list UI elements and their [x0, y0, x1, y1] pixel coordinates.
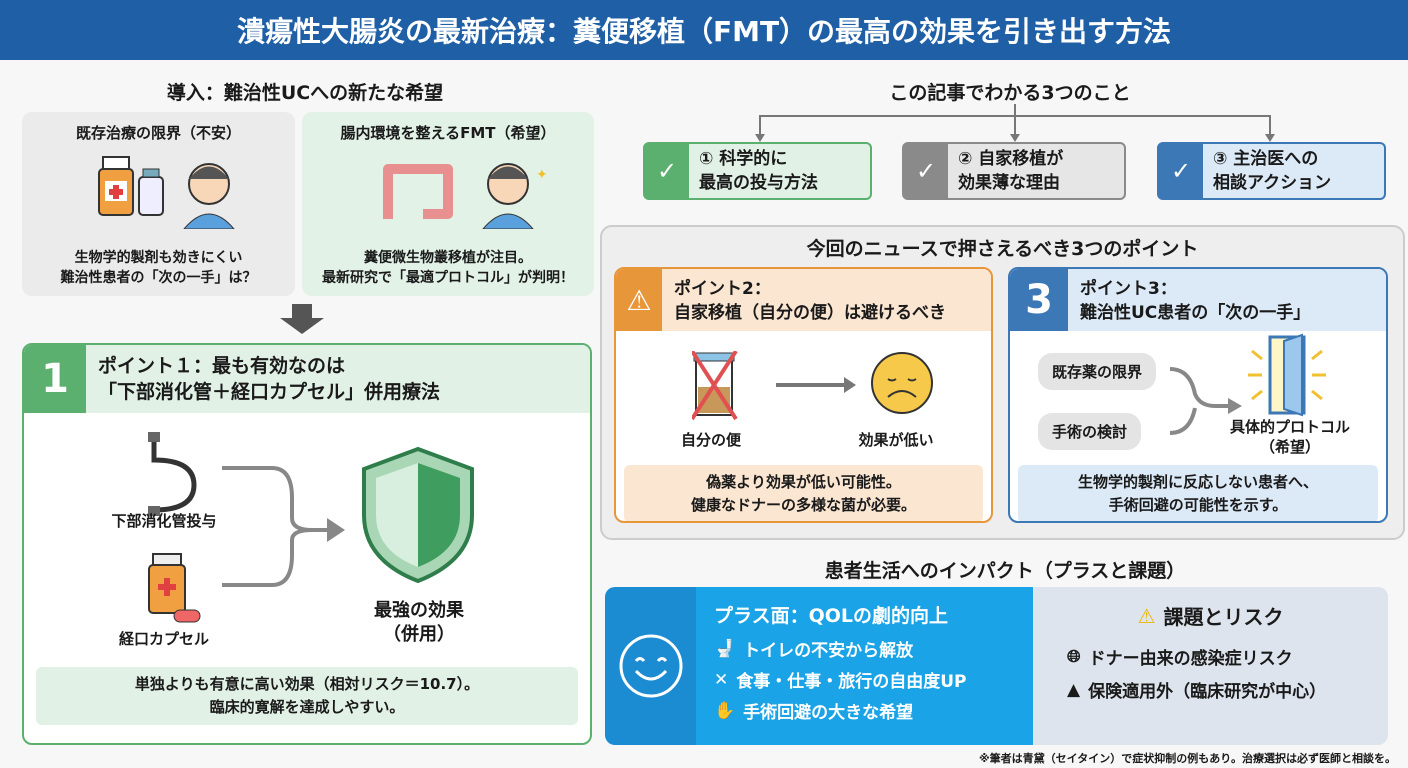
protocol-label: （希望） [1259, 438, 1320, 456]
summary-text: ② 自家移植が [958, 149, 1064, 169]
card-fmt-hope: 腸内環境を整えるFMT（希望） ✦ 糞便微生物叢移植が注目。最新研究で「最適プロ… [302, 112, 594, 296]
card-title: 既存治療の限界（不安） [75, 124, 241, 142]
summary-text: ③ 主治医への [1213, 149, 1319, 169]
point-title: ポイント2： [674, 279, 771, 299]
summary-text: ① 科学的に [699, 149, 788, 169]
impact-box: プラス面：QOLの劇的向上 🚽 トイレの不安から解放 ✕ 食事・仕事・旅行の自由度U… [605, 587, 1388, 745]
impact-title: 患者生活へのインパクト（プラスと課題） [824, 560, 1186, 582]
note-text: 手術回避の可能性を示す。 [1108, 496, 1288, 514]
existing-drug-limit-pill: 既存薬の限界 [1038, 353, 1157, 390]
merge-arrow-icon [222, 466, 345, 587]
note-text: 健康なドナーの多様な菌が必要。 [690, 496, 916, 514]
protocol-label: 具体的プロトコル [1229, 418, 1350, 436]
note-text: 臨床的寛解を達成しやすい。 [209, 698, 405, 716]
check-icon: ✓ [645, 144, 689, 198]
toilet-icon: 🚽 [714, 638, 736, 659]
point-title: 自家移植（自分の便）は避けるべき [674, 303, 946, 323]
endoscope-icon [148, 432, 197, 516]
utensils-icon: ✕ [714, 669, 729, 690]
point-number: 3 [1010, 269, 1068, 331]
item-lower-gi: 下部消化管投与 [111, 512, 217, 530]
point1-card: 1 ポイント１：最も有効なのは「下部消化管＋経口カプセル」併用療法 下部消化管投… [22, 343, 592, 745]
smile-icon [605, 587, 696, 745]
globe-icon: 🌐︎ [1067, 646, 1081, 667]
summary-text: 相談アクション [1213, 173, 1332, 193]
summary-item-1: ✓ ① 科学的に最高の投与方法 [643, 142, 872, 200]
intro-title: 導入：難治性UCへの新たな希望 [166, 82, 444, 104]
low-effect-label: 効果が低い [858, 431, 934, 449]
risk-title: 課題とリスク [1163, 605, 1284, 629]
summary-item-2: ✓ ② 自家移植が効果薄な理由 [902, 142, 1126, 200]
intestine-happy-person-icon: ✦ [383, 163, 548, 230]
card-text: 最新研究で「最適プロトコル」が判明！ [322, 270, 574, 286]
card-text: 生物学的製剤も効きにくい [74, 250, 243, 266]
own-stool-to-sad-face-icon [692, 351, 933, 421]
svg-text:✦: ✦ [536, 167, 548, 183]
summary-item-3: ✓ ③ 主治医への相談アクション [1157, 142, 1386, 200]
down-arrow-icon [280, 304, 324, 334]
capsule-bottle-icon [148, 553, 201, 623]
point2-card: ⚠ ポイント2： 自家移植（自分の便）は避けるべき 自分の便 効果が低い 偽薬より… [614, 267, 993, 523]
item-oral-capsule: 経口カプセル [118, 630, 209, 648]
warning-icon: ⚠ [616, 269, 662, 331]
point-title: 難治性UC患者の「次の一手」 [1080, 303, 1311, 323]
summary-title: この記事でわかる3つのこと [889, 82, 1131, 104]
risk-item: 保険適用外（臨床研究が中心） [1088, 682, 1327, 702]
point3-card: 3 ポイント3： 難治性UC患者の「次の一手」 既存薬の限界 手術の検討 具体的プ… [1008, 267, 1388, 523]
own-stool-label: 自分の便 [680, 431, 741, 449]
point-title: 「下部消化管＋経口カプセル」併用療法 [98, 381, 441, 403]
summary-text: 最高の投与方法 [699, 173, 818, 193]
surgery-consideration-pill: 手術の検討 [1038, 413, 1142, 450]
summary-text: 効果薄な理由 [958, 173, 1060, 193]
result-label: （併用） [383, 624, 455, 645]
footnote: ※筆者は青黛（セイタイン）で症状抑制の例もあり。治療選択は必ず医師と相談を。 [978, 752, 1396, 765]
medicine-worried-person-icon [97, 156, 235, 230]
note-text: 偽薬より効果が低い可能性。 [706, 473, 901, 491]
page-title: 潰瘍性大腸炎の最新治療：糞便移植（FMT）の最高の効果を引き出す方法 [0, 0, 1408, 60]
points-title: 今回のニュースで押さえるべき3つのポイント [806, 238, 1199, 260]
card-text: 糞便微生物叢移植が注目。 [364, 250, 532, 266]
point-title: ポイント１：最も有効なのは [98, 355, 346, 377]
warning-icon: ▲ [1067, 679, 1081, 700]
plus-item: 手術回避の大きな希望 [743, 703, 914, 723]
risk-item: ドナー由来の感染症リスク [1088, 649, 1293, 669]
plus-item: 食事・仕事・旅行の自由度UP [736, 672, 967, 692]
card-title: 腸内環境を整えるFMT（希望） [340, 124, 556, 142]
plus-item: トイレの不安から解放 [743, 641, 914, 661]
point-number: 1 [24, 345, 86, 413]
shield-icon [362, 446, 474, 584]
card-text: 難治性患者の「次の一手」は？ [60, 270, 257, 286]
check-icon: ✓ [1159, 144, 1203, 198]
merge-arrow-icon [1170, 367, 1242, 435]
card-existing-limits: 既存治療の限界（不安） 生物学的製剤も効きにくい難治性患者の「次の一手」は？ [22, 112, 295, 296]
result-label: 最強の効果 [374, 600, 464, 621]
plus-title: プラス面：QOLの劇的向上 [714, 605, 949, 627]
warning-icon: ⚠ [1137, 603, 1156, 628]
check-icon: ✓ [904, 144, 948, 198]
tree-connector [755, 104, 1275, 142]
open-door-icon [1248, 333, 1326, 417]
note-text: 生物学的製剤に反応しない患者へ、 [1077, 473, 1318, 491]
point-title: ポイント3： [1080, 279, 1177, 299]
note-text: 単独よりも有意に高い効果（相対リスク＝10.7）。 [134, 675, 480, 693]
hand-icon: ✋ [714, 700, 736, 721]
